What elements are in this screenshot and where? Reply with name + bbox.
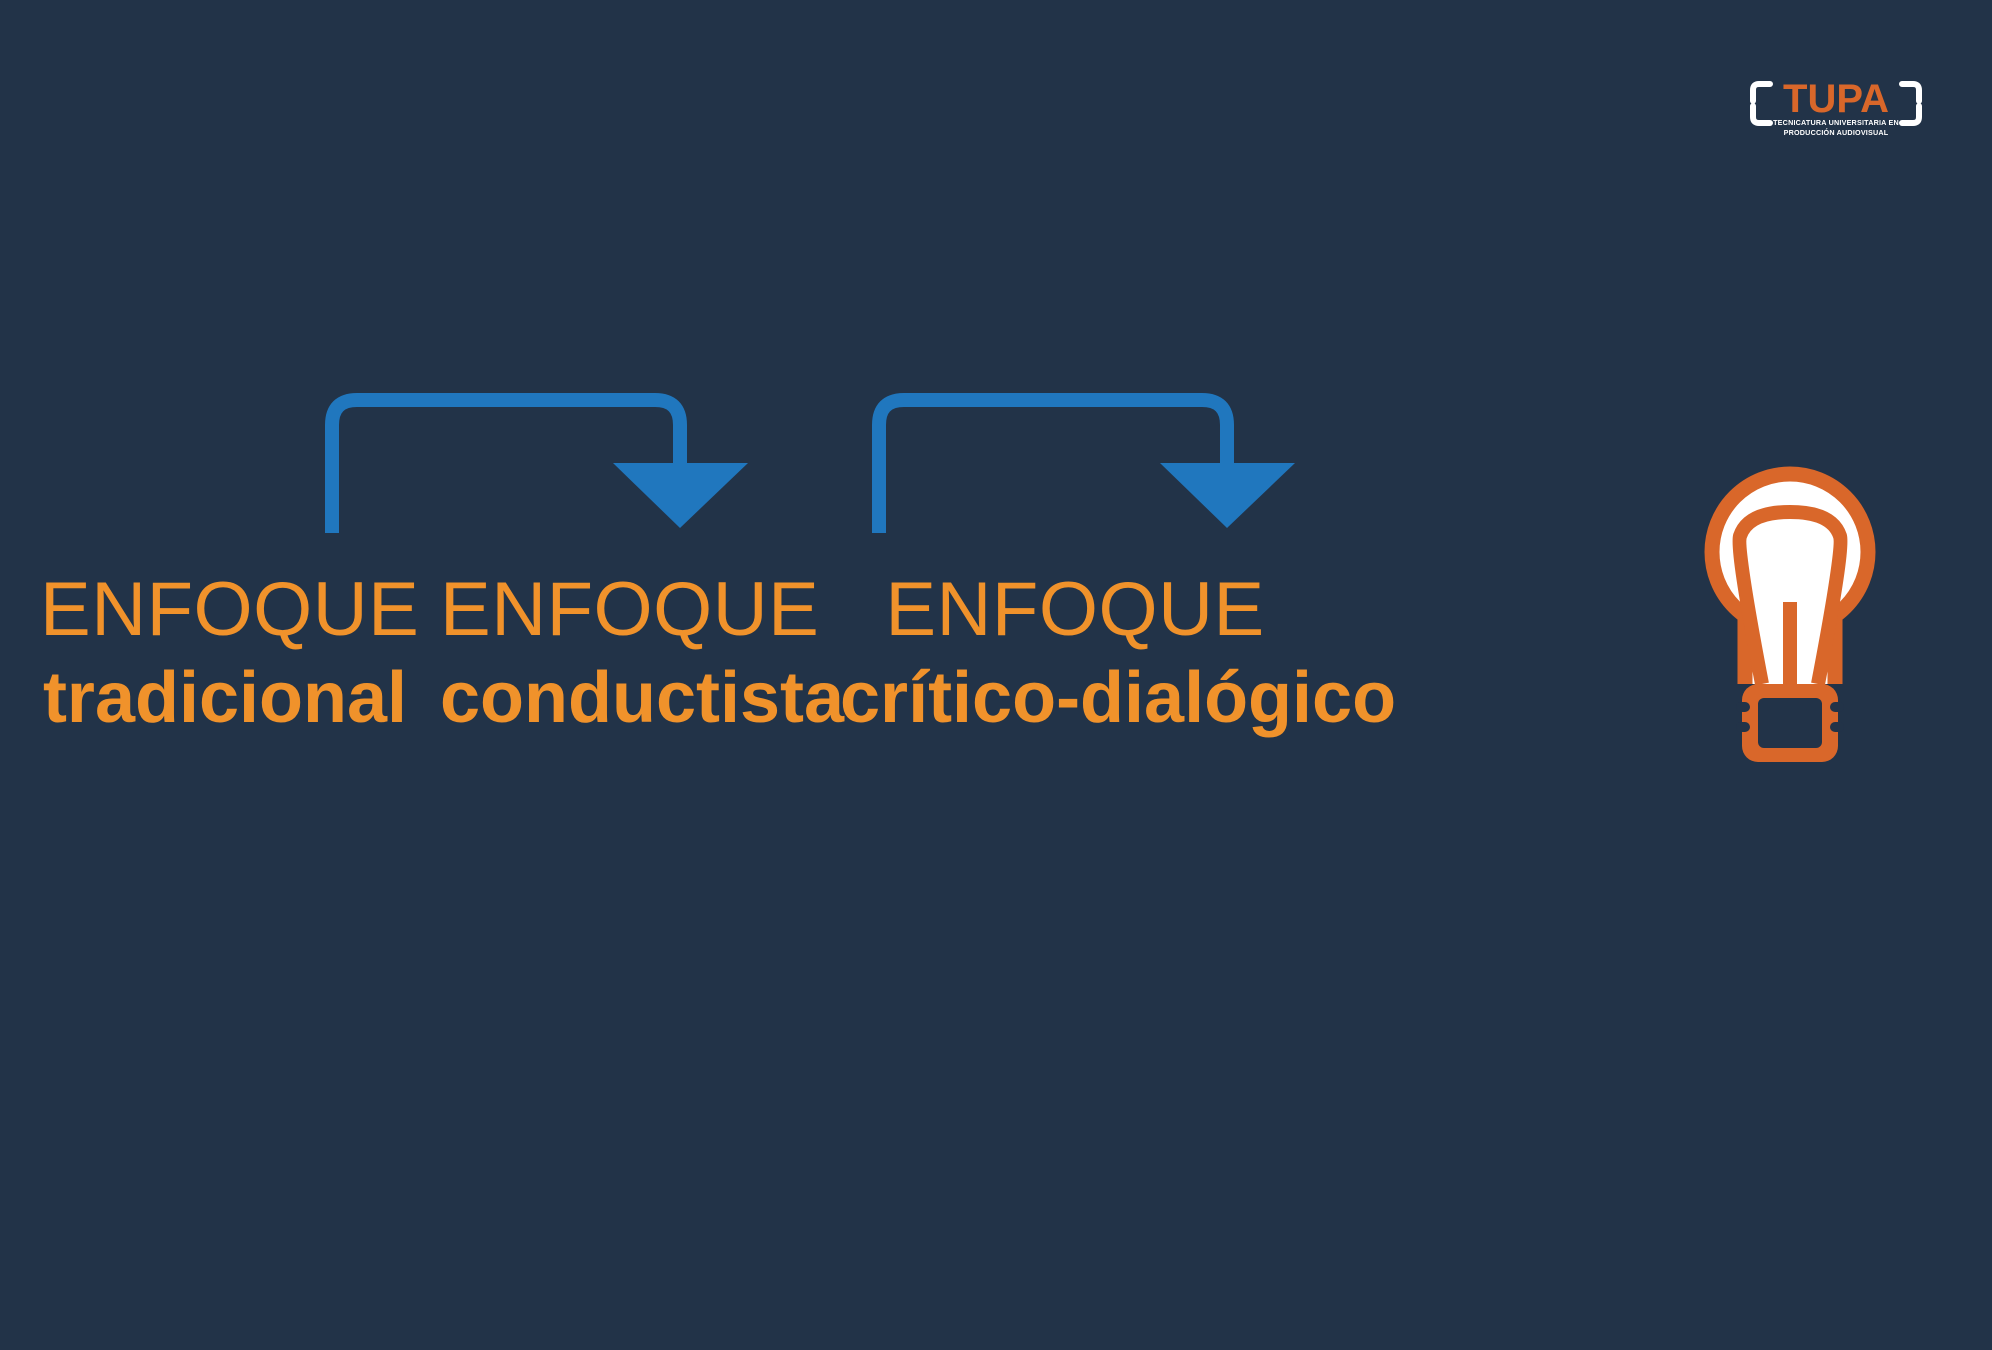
bracket-frame-icon <box>1750 81 1922 126</box>
stage-conductista: ENFOQUE conductista <box>440 567 845 738</box>
logo-tagline-line-2: PRODUCCIÓN AUDIOVISUAL <box>1784 128 1889 137</box>
connector-arrow-1 <box>325 393 748 533</box>
stage-3-name: crítico-dialógico <box>840 658 1397 738</box>
stage-1-name: tradicional <box>42 658 408 738</box>
stage-2-name: conductista <box>440 658 845 738</box>
stage-2-kicker: ENFOQUE <box>440 567 820 652</box>
stage-1-kicker: ENFOQUE <box>40 567 420 652</box>
stage-3-kicker: ENFOQUE <box>885 567 1265 652</box>
bulb-screw-base <box>1736 684 1844 762</box>
connector-arrow-2 <box>872 393 1295 533</box>
lightbulb-icon <box>1690 452 1890 772</box>
logo-tagline-line-1: TECNICATURA UNIVERSITARIA EN <box>1773 118 1899 127</box>
tupa-logo: TUPA TECNICATURA UNIVERSITARIA EN PRODUC… <box>1746 60 1926 144</box>
bulb-filament <box>1732 505 1848 686</box>
stage-critico-dialogico: ENFOQUE crítico-dialógico <box>840 567 1397 738</box>
stage-tradicional: ENFOQUE tradicional <box>40 567 420 738</box>
logo-wordmark: TUPA <box>1783 77 1889 121</box>
